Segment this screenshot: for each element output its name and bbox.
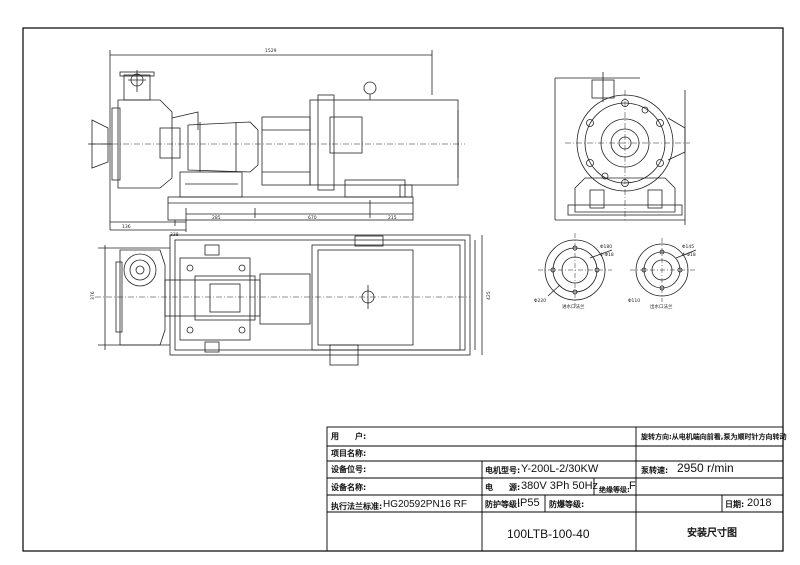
dim-136: 136 bbox=[122, 224, 131, 230]
flange-std-value: HG20592PN16 RF bbox=[383, 499, 467, 510]
dim-overall-length: 1529 bbox=[265, 48, 277, 54]
dim-215: 215 bbox=[388, 215, 397, 221]
dim-338: 338 bbox=[170, 232, 179, 238]
protection-value: IP55 bbox=[517, 497, 540, 509]
outlet-holes-label: 4-Φ18 bbox=[682, 252, 696, 258]
dim-425: 425 bbox=[486, 291, 492, 300]
project-label: 项目名称: bbox=[331, 449, 367, 458]
motor-model-label: 电机型号: bbox=[485, 466, 521, 475]
insulation-value: F bbox=[629, 480, 636, 492]
side-elevation-view bbox=[88, 50, 465, 232]
inlet-flange-caption: 进水口法兰 bbox=[562, 303, 585, 310]
dim-285: 285 bbox=[212, 215, 221, 221]
outlet-flange-detail bbox=[630, 238, 697, 302]
device-no-label: 设备位号: bbox=[331, 465, 367, 474]
dim-376: 376 bbox=[90, 291, 96, 300]
outlet-flange-caption: 出水口法兰 bbox=[650, 303, 673, 310]
flange-std-label: 执行法兰标准: bbox=[331, 502, 383, 511]
rotation-note: 旋转方向:从电机端向前看,泵为顺时针方向转动 bbox=[641, 433, 787, 441]
motor-model-value: Y-200L-2/30KW bbox=[521, 463, 599, 475]
user-label: 用 户: bbox=[331, 432, 367, 441]
device-name-label: 设备名称: bbox=[331, 483, 367, 492]
title-block-grid bbox=[326, 426, 784, 552]
model-value: 100LTB-100-40 bbox=[507, 527, 590, 541]
inlet-flange-detail bbox=[538, 233, 613, 307]
drawing-title: 安装尺寸图 bbox=[687, 528, 737, 539]
plan-view bbox=[95, 234, 483, 366]
inlet-pcd-label: Φ180 bbox=[600, 244, 612, 250]
power-label: 电 源: bbox=[485, 483, 521, 492]
date-value: 2018 bbox=[747, 497, 772, 509]
inlet-od-label: Φ220 bbox=[534, 298, 546, 304]
title-block: 旋转方向:从电机端向前看,泵为顺时针方向转动 用 户: 项目名称: 设备位号: … bbox=[327, 427, 787, 551]
dim-670: 670 bbox=[308, 215, 317, 221]
outlet-od-label: Φ110 bbox=[628, 298, 640, 304]
date-label: 日期: bbox=[725, 500, 745, 509]
explosion-label: 防爆等级: bbox=[549, 500, 585, 509]
end-view bbox=[554, 72, 690, 225]
speed-value: 2950 r/min bbox=[677, 461, 734, 475]
insulation-label: 绝缘等级: bbox=[599, 486, 630, 494]
power-value: 380V 3Ph 50Hz bbox=[521, 480, 599, 492]
outlet-pcd-label: Φ145 bbox=[682, 244, 694, 250]
inlet-holes-label: 4-Φ18 bbox=[600, 252, 614, 258]
speed-label: 泵转速: bbox=[641, 466, 669, 475]
protection-label: 防护等级: bbox=[485, 500, 521, 509]
